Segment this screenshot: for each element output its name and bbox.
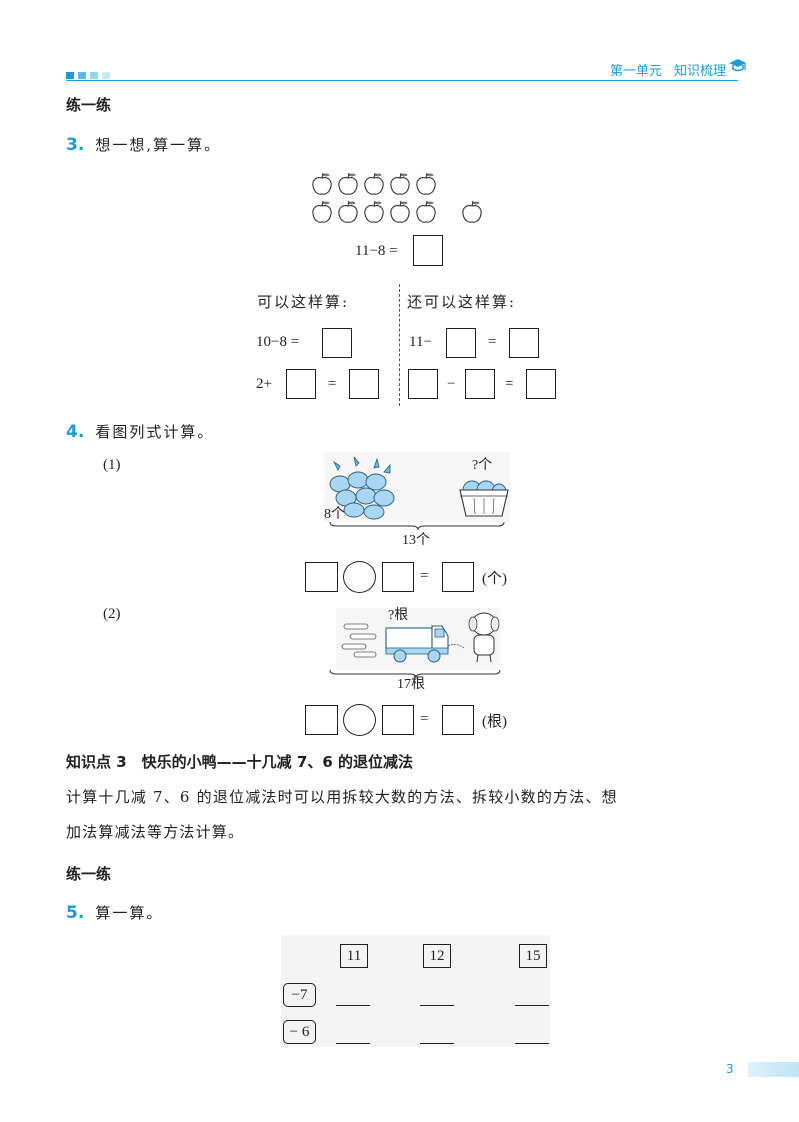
answer-box[interactable] (305, 562, 338, 592)
truck-dog-illustration (329, 608, 501, 679)
equals-sign: = (420, 711, 429, 727)
knowledge-line-1: 计算十几减 7、6 的退位减法时可以用拆较大数的方法、拆较小数的方法、想 (66, 788, 618, 806)
answer-box[interactable] (349, 369, 379, 399)
answer-box[interactable] (413, 235, 443, 266)
answer-blank[interactable] (336, 1043, 370, 1044)
answer-box[interactable] (322, 328, 352, 358)
unit-label: (根) (482, 714, 507, 730)
question-text: 看图列式计算。 (95, 423, 215, 441)
total-label: 13个 (402, 533, 430, 548)
operator-circle[interactable] (343, 704, 376, 736)
answer-blank[interactable] (420, 1005, 454, 1006)
header-square (78, 72, 86, 79)
header-number: 11 (340, 944, 368, 968)
operator-label: −7 (283, 983, 316, 1007)
header-number: 15 (519, 944, 547, 968)
answer-box[interactable] (382, 705, 414, 735)
header-rule (66, 80, 738, 81)
left-eq2-b: = (328, 376, 337, 392)
answer-box[interactable] (442, 562, 474, 592)
answer-box[interactable] (382, 562, 414, 592)
question-3: 3. 想一想,算一算。 (66, 135, 222, 155)
question-text: 想一想,算一算。 (95, 136, 222, 154)
answer-blank[interactable] (515, 1005, 549, 1006)
question-number: 5 (66, 903, 78, 923)
answer-box[interactable] (408, 369, 438, 399)
operator-circle[interactable] (343, 561, 376, 593)
question-label: ?根 (388, 608, 409, 623)
answer-box[interactable] (305, 705, 338, 735)
knowledge-title: 知识点 3 快乐的小鸭——十几减 7、6 的退位减法 (66, 753, 413, 771)
right-eq2-op: − (447, 376, 456, 392)
subquestion-label: (2) (103, 606, 121, 622)
radishes-illustration (324, 452, 510, 531)
total-label: 17根 (397, 677, 425, 692)
question-number: 4 (66, 422, 78, 442)
equals-sign: = (420, 568, 429, 584)
header-square (90, 72, 98, 79)
right-eq1-b: = (488, 334, 497, 350)
practice-heading: 练一练 (66, 865, 112, 883)
header-square (102, 72, 110, 79)
question-5: 5. 算一算。 (66, 903, 164, 923)
answer-box[interactable] (446, 328, 476, 358)
divider-dashed (399, 284, 400, 406)
answer-box[interactable] (509, 328, 539, 358)
answer-box[interactable] (526, 369, 556, 399)
operator-label: − 6 (283, 1020, 316, 1044)
main-equation: 11−8 = (355, 243, 398, 259)
page-number-bar (748, 1062, 799, 1077)
header-square (66, 72, 74, 79)
left-count-label: 8个 (324, 507, 345, 522)
apples-illustration (312, 172, 482, 223)
question-4: 4. 看图列式计算。 (66, 422, 215, 442)
header-unit: 第一单元 (610, 64, 663, 79)
answer-blank[interactable] (515, 1043, 549, 1044)
page-number: 3 (726, 1062, 734, 1076)
answer-box[interactable] (442, 705, 474, 735)
right-eq2-eq: = (505, 376, 514, 392)
answer-blank[interactable] (420, 1043, 454, 1044)
left-eq2-a: 2+ (256, 376, 272, 392)
calc-table (281, 935, 550, 1047)
graduation-cap-icon (729, 59, 746, 72)
practice-heading: 练一练 (66, 96, 112, 114)
answer-box[interactable] (465, 369, 495, 399)
left-eq1: 10−8 = (256, 334, 300, 350)
answer-box[interactable] (286, 369, 316, 399)
unit-label: (个) (482, 571, 507, 587)
method-right-title: 还可以这样算: (407, 293, 517, 311)
header-number: 12 (423, 944, 451, 968)
method-left-title: 可以这样算: (257, 293, 350, 311)
subquestion-label: (1) (103, 457, 121, 473)
question-number: 3 (66, 135, 78, 155)
question-text: 算一算。 (95, 904, 164, 922)
knowledge-line-2: 加法算减法等方法计算。 (66, 823, 245, 841)
answer-blank[interactable] (336, 1005, 370, 1006)
right-eq1-a: 11− (409, 334, 432, 350)
header-section: 知识梳理 (674, 64, 727, 79)
right-question-label: ?个 (472, 458, 493, 473)
